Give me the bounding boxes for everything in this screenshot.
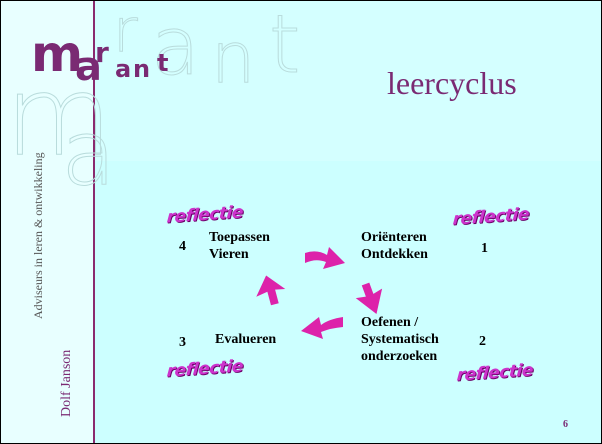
step-label: Toepassen Vieren	[209, 230, 270, 262]
cycle-arrow-up-icon	[256, 275, 286, 306]
step-label: Oriënteren Ontdekken	[361, 230, 428, 262]
step-number: 1	[481, 241, 488, 256]
step-number: 2	[479, 334, 486, 349]
page-number: 6	[563, 419, 568, 430]
cycle-arrow-left-icon	[301, 317, 343, 339]
cycle-arrow-down-icon	[355, 282, 383, 315]
reflectie-label: reflectie	[456, 360, 534, 386]
step-number: 4	[179, 239, 186, 254]
reflectie-label: reflectie	[166, 356, 244, 382]
sidebar	[1, 1, 95, 443]
step-label: Oefenen / Systematisch onderzoeken	[361, 315, 439, 364]
step-number: 3	[179, 335, 186, 350]
header-band	[93, 1, 601, 161]
author-name: Dolf Janson	[59, 349, 74, 417]
tagline: Adviseurs in leren & ontwikkeling	[31, 152, 45, 319]
reflectie-label: reflectie	[452, 204, 530, 230]
slide-title: leercyclus	[387, 65, 517, 101]
cycle-arrow-right-icon	[305, 247, 345, 269]
step-label: Evalueren	[215, 332, 277, 347]
reflectie-label: reflectie	[166, 202, 244, 228]
